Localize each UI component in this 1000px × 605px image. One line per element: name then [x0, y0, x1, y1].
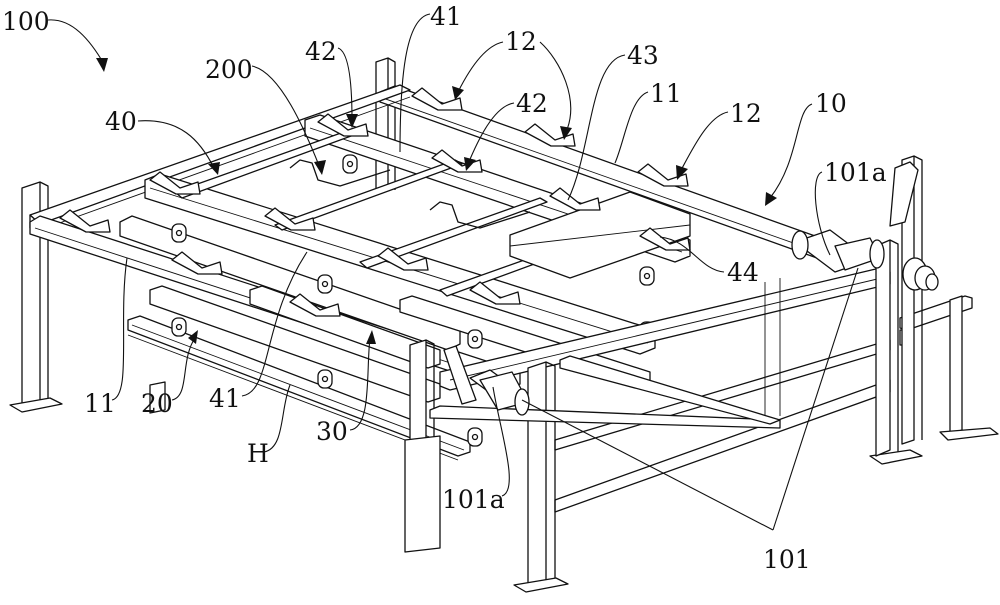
right-auxiliary-frame: [900, 296, 998, 440]
leader-12a-2: [540, 42, 571, 132]
ref-label-44: 44: [727, 258, 759, 287]
leader-10: [770, 104, 812, 198]
ref-label-11: 11: [650, 79, 682, 108]
ref-label-12: 12: [730, 99, 762, 128]
ref-label-42: 42: [305, 37, 337, 66]
ref-label-101: 101: [763, 545, 811, 574]
ref-label-20: 20: [141, 389, 173, 418]
ref-label-11: 11: [84, 389, 116, 418]
ref-label-41: 41: [209, 384, 241, 413]
leader-41a: [400, 14, 430, 152]
ref-label-101a: 101a: [442, 485, 505, 514]
ref-label-43: 43: [627, 41, 659, 70]
ref-label-40: 40: [105, 107, 137, 136]
ref-label-200: 200: [205, 55, 253, 84]
ref-label-H: H: [247, 439, 269, 468]
ref-label-30: 30: [316, 417, 348, 446]
leader-100: [48, 20, 104, 64]
ref-label-101a: 101a: [824, 158, 887, 187]
ref-label-10: 10: [815, 89, 847, 118]
leader-12b: [680, 112, 728, 172]
ref-label-42: 42: [516, 89, 548, 118]
leader-11b: [112, 258, 127, 400]
support-blocks: [60, 88, 690, 316]
ref-label-100: 100: [2, 7, 50, 36]
ref-label-41: 41: [430, 2, 462, 31]
ref-label-12: 12: [505, 27, 537, 56]
leader-11a: [615, 92, 648, 163]
leader-12a-1: [458, 42, 503, 92]
